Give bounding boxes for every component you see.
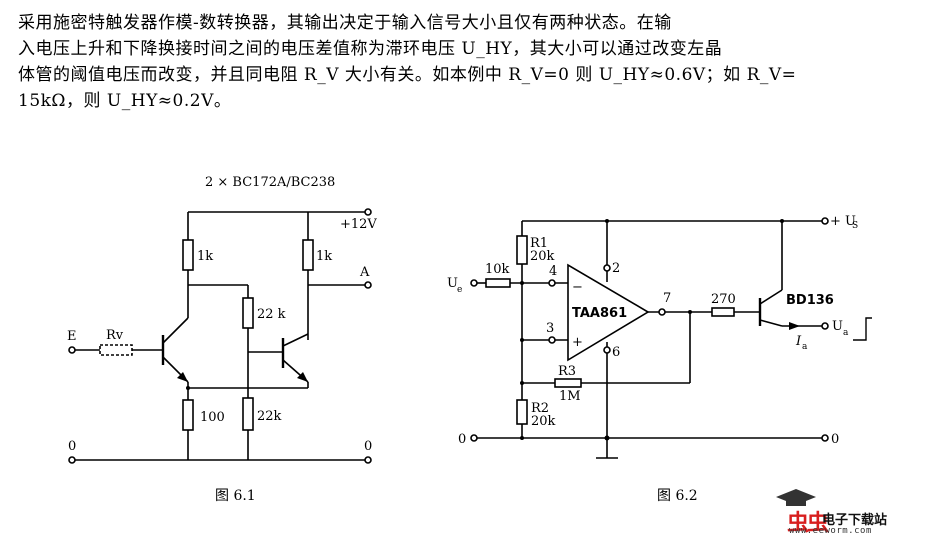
fig2-supply-label: + U	[830, 214, 856, 229]
fig2-ground-terminal-right	[821, 434, 829, 442]
fig1-r-base-right: 22k	[257, 409, 282, 424]
fig2-opamp	[567, 263, 650, 362]
fig1-caption: 图 6.1	[215, 488, 256, 504]
fig2-r2-value: 20k	[531, 414, 556, 429]
fig2-output-sub: a	[843, 328, 849, 338]
fig1-resistor-emitter-100	[182, 399, 194, 431]
fig2-current-sub: a	[802, 342, 808, 352]
fig1-input-label: E	[67, 329, 77, 344]
fig2-output-terminal	[821, 322, 829, 330]
fig2-supply-sub: S	[852, 221, 858, 231]
watermark-cap-icon	[776, 489, 816, 506]
fig1-r-middle: 22 k	[257, 307, 286, 322]
fig2-input-label: U	[447, 276, 458, 291]
fig2-resistor-270	[711, 307, 735, 317]
fig2-pin3: 3	[546, 321, 554, 336]
fig2-pin6: 6	[612, 345, 620, 360]
fig2-opamp-comparator: + U S R1 20k U e 10k 4 3 − + TAA861 2	[447, 214, 872, 504]
watermark-logo: 虫虫	[787, 511, 829, 536]
fig2-minus-sign: −	[572, 280, 583, 295]
fig1-r-collector-left: 1k	[197, 249, 213, 264]
fig1-output-terminal	[364, 281, 372, 289]
fig1-resistor-middle-22k	[242, 297, 254, 329]
fig2-pin2: 2	[612, 261, 620, 276]
fig2-r3-name: R3	[558, 364, 576, 379]
fig1-ground-right-label: 0	[364, 439, 372, 454]
fig2-ground-terminal-left	[470, 434, 478, 442]
fig1-r-emitter: 100	[200, 410, 225, 425]
fig2-r-input: 10k	[485, 262, 510, 277]
paragraph-line-2: 入电压上升和下降换接时间之间的电压差值称为滞环电压 U_HY，其大小可以通过改变…	[18, 39, 723, 59]
fig1-ground-terminal-right	[364, 456, 372, 464]
fig2-pin4: 4	[549, 264, 557, 279]
paragraph-line-4: 15kΩ，则 U_HY≈0.2V。	[18, 91, 232, 111]
fig1-resistor-right-1k	[302, 239, 314, 271]
fig2-ground-right-label: 0	[831, 432, 839, 447]
fig1-ground-terminal-left	[68, 456, 76, 464]
paragraph-line-3: 体管的阈值电压而改变，并且同电阻 R_V 大小有关。如本例中 R_V=0 则 U…	[18, 65, 797, 85]
fig2-input-terminal	[470, 279, 478, 287]
paragraph-line-1: 采用施密特触发器作模-数转换器，其输出决定于输入信号大小且仅有两种状态。在输	[18, 13, 672, 33]
fig2-r3-value: 1M	[559, 389, 581, 404]
fig2-current-label: I	[795, 334, 802, 349]
fig2-output-label: U	[832, 319, 843, 334]
fig1-input-terminal	[68, 346, 76, 354]
watermark-title: 电子下载站	[822, 513, 888, 528]
description-paragraph: 采用施密特触发器作模-数转换器，其输出决定于输入信号大小且仅有两种状态。在输 入…	[18, 10, 910, 114]
fig1-ground-left-label: 0	[68, 439, 76, 454]
fig2-resistor-10k	[485, 278, 511, 288]
fig1-output-label: A	[359, 265, 370, 280]
fig2-resistor-r1	[516, 235, 528, 265]
fig2-r1-name: R1	[530, 236, 548, 251]
fig2-caption: 图 6.2	[657, 488, 698, 504]
fig2-pin7: 7	[663, 291, 671, 306]
fig2-plus-sign: +	[572, 335, 583, 350]
fig1-schmitt-trigger: 2 × BC172A/BC238 +12V 1k 1k A E Rv	[67, 175, 377, 504]
fig2-chip-label: TAA861	[572, 306, 627, 321]
fig1-r-collector-right: 1k	[316, 249, 332, 264]
fig1-supply-label: +12V	[340, 217, 377, 232]
fig2-r1-value: 20k	[530, 249, 555, 264]
fig1-resistor-base-22k	[242, 397, 254, 431]
fig2-supply-terminal	[821, 217, 829, 225]
fig2-transistor-label: BD136	[786, 293, 834, 308]
fig2-resistor-r2	[516, 399, 528, 425]
watermark-url: www.eeworm.com	[789, 526, 872, 536]
fig1-resistor-rv	[99, 344, 133, 356]
fig2-resistor-r3	[554, 378, 582, 388]
fig1-transistor-label: 2 × BC172A/BC238	[205, 175, 335, 190]
fig2-input-sub: e	[457, 285, 462, 295]
fig2-output-pulse	[853, 317, 872, 341]
fig1-rv-label: Rv	[106, 328, 124, 343]
fig1-supply-terminal	[364, 208, 372, 216]
fig2-ground-left-label: 0	[458, 432, 466, 447]
fig2-r-output: 270	[711, 292, 736, 307]
fig2-r2-name: R2	[531, 401, 549, 416]
fig1-resistor-left-1k	[182, 239, 194, 271]
